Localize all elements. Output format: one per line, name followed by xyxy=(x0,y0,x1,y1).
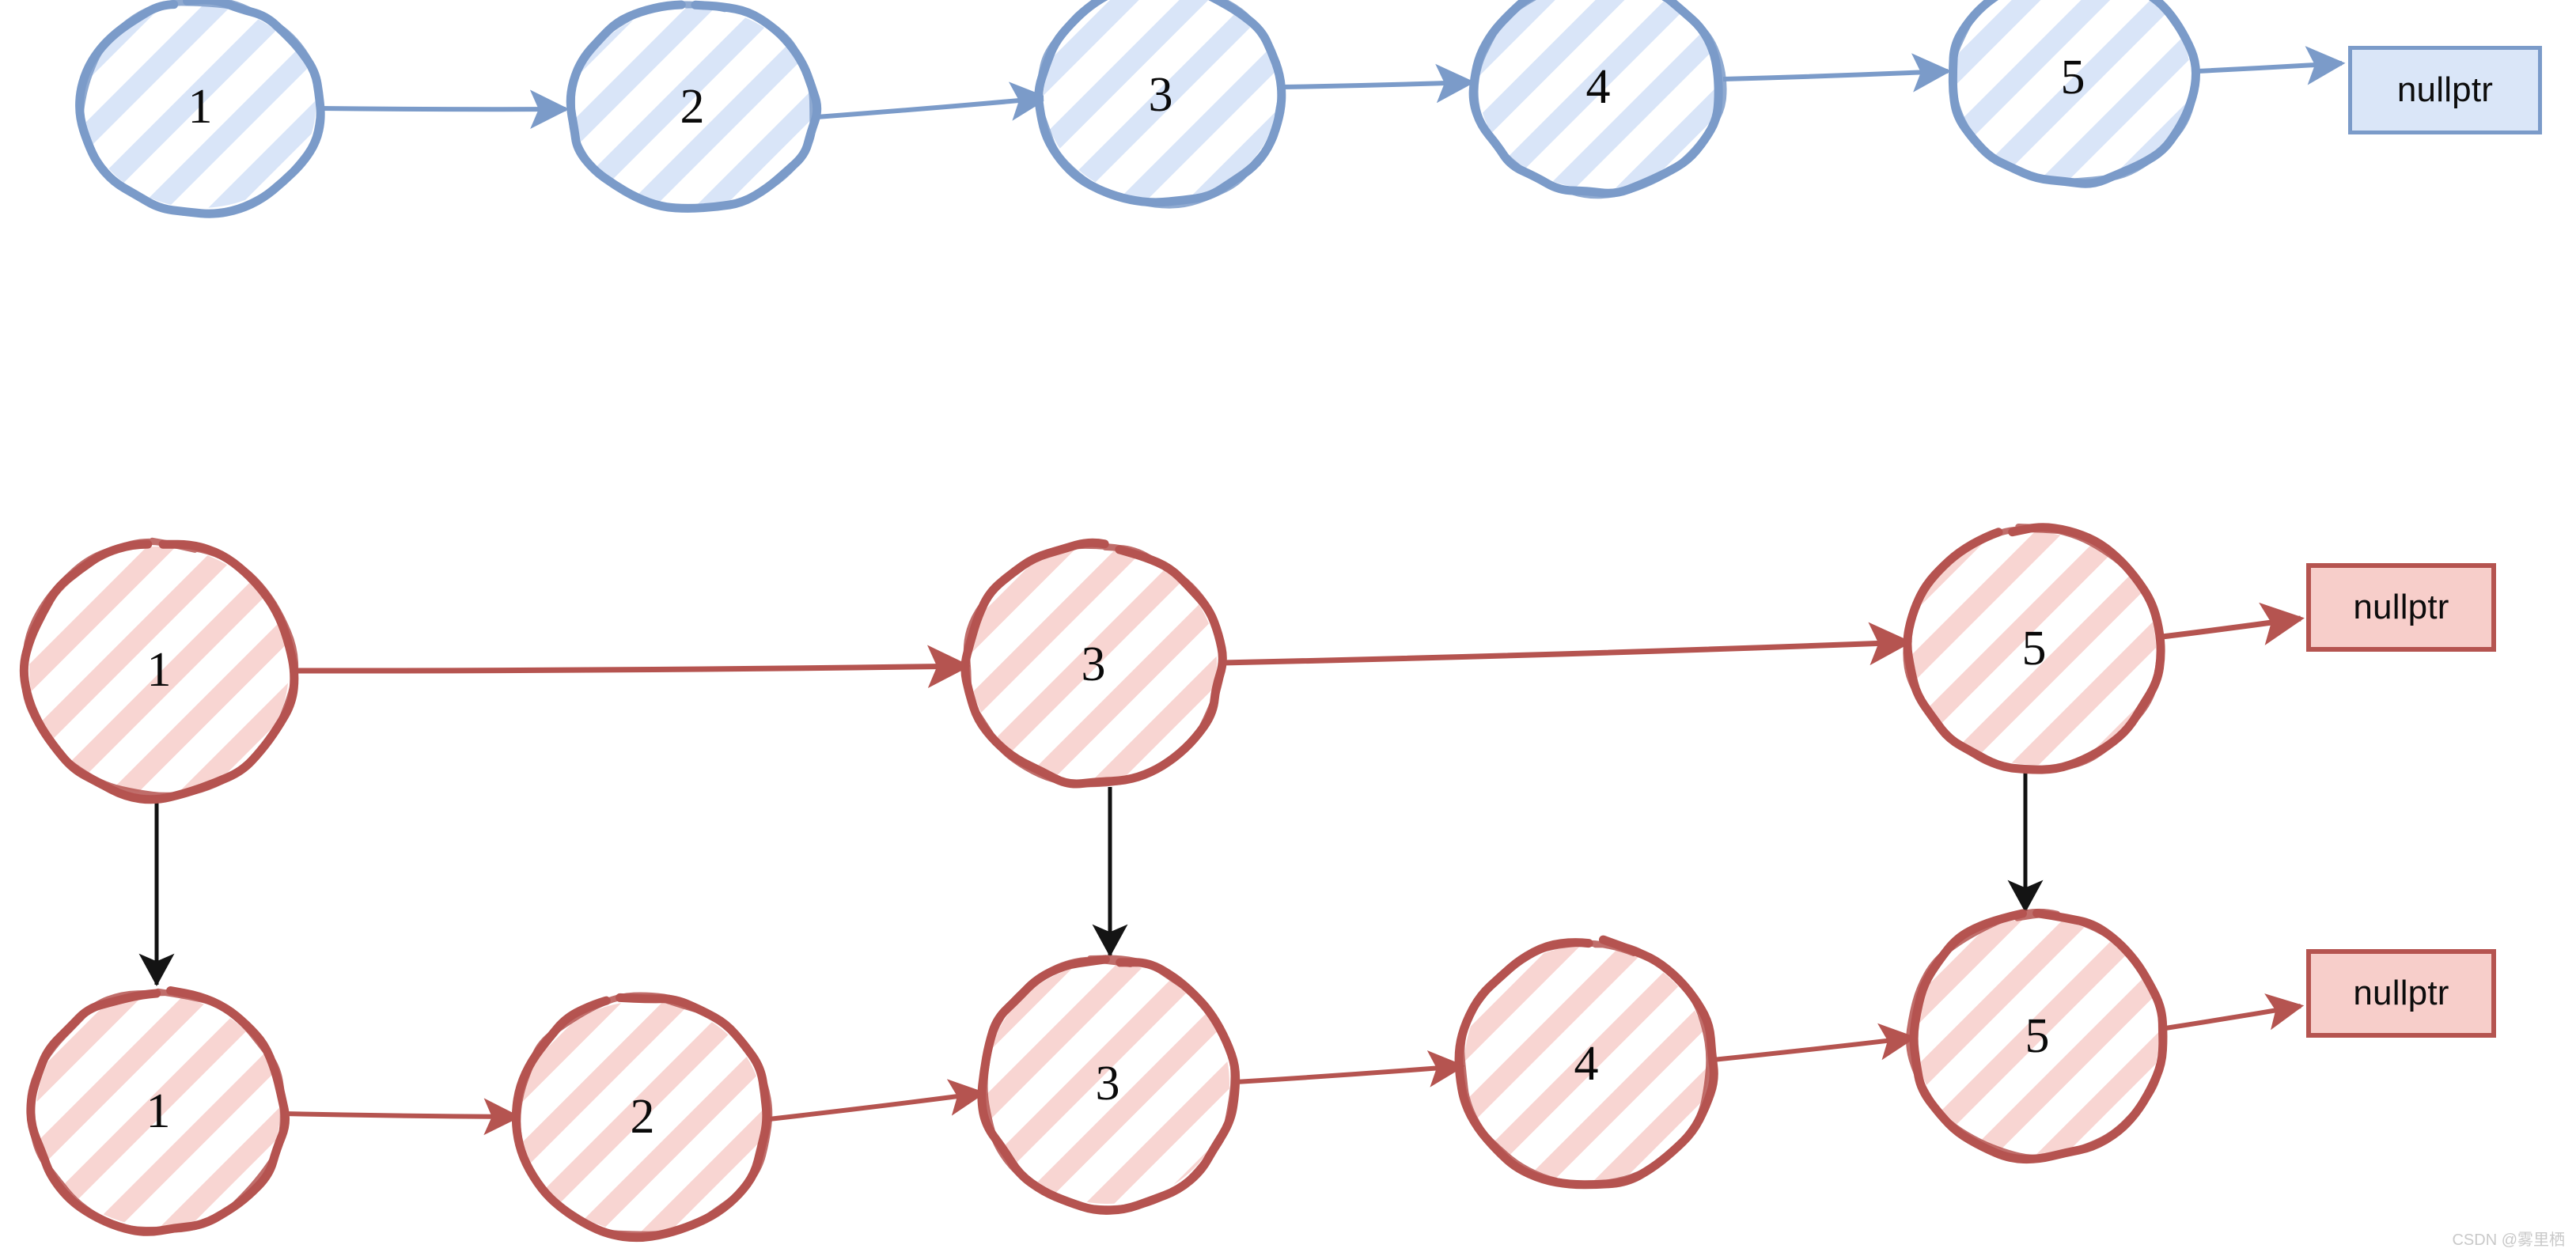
node-top-3[interactable] xyxy=(1034,0,1286,209)
node-middle-3[interactable] xyxy=(960,538,1227,789)
node-label-top-5: 5 xyxy=(2060,51,2085,104)
nullptr-box-middle[interactable]: nullptr xyxy=(2306,563,2496,652)
node-fill xyxy=(36,996,280,1227)
node-top-5[interactable] xyxy=(1948,0,2201,188)
node-outline xyxy=(1472,0,1727,199)
node-top-2[interactable] xyxy=(566,0,822,213)
node-label-bottom-1: 1 xyxy=(146,1084,171,1138)
arrow-top-5-to-nullptr xyxy=(2195,46,2346,85)
node-label-top-2: 2 xyxy=(680,80,705,134)
node-fill xyxy=(521,1001,764,1232)
node-bottom-2[interactable] xyxy=(511,992,773,1243)
node-label-bottom-5: 5 xyxy=(2025,1009,2050,1063)
middle-row-nodes xyxy=(19,523,2165,804)
node-outline xyxy=(981,955,1237,1212)
node-outline xyxy=(1949,0,2199,185)
arrow-middle-1-to-3 xyxy=(292,645,971,689)
watermark-text: CSDN @雾里栖 xyxy=(2452,1231,2565,1249)
node-outline xyxy=(1458,940,1713,1188)
node-label-middle-1: 1 xyxy=(146,643,172,697)
top-row-edges xyxy=(320,46,2346,129)
node-bottom-3[interactable] xyxy=(977,955,1241,1215)
node-outline xyxy=(568,1,816,212)
node-bottom-1[interactable] xyxy=(26,986,290,1236)
node-fill xyxy=(1915,918,2159,1154)
node-fill xyxy=(970,549,1217,780)
node-fill xyxy=(574,7,811,206)
node-fill xyxy=(1044,0,1278,200)
arrow-top-2-to-3 xyxy=(816,81,1050,121)
node-label-bottom-3: 3 xyxy=(1095,1057,1120,1110)
node-label-top-1: 1 xyxy=(188,80,213,134)
node-label-bottom-4: 4 xyxy=(1574,1037,1599,1091)
arrow-middle-5-to-nullptr xyxy=(2161,602,2305,645)
arrow-top-1-to-2 xyxy=(320,89,570,129)
nullptr-box-top[interactable]: nullptr xyxy=(2348,46,2542,134)
arrow-bottom-1-to-2 xyxy=(282,1098,521,1136)
node-top-4[interactable] xyxy=(1468,0,1727,199)
node-outline xyxy=(1906,908,2165,1161)
arrow-top-4-to-5 xyxy=(1722,53,1952,93)
bottom-row-nodes xyxy=(26,908,2168,1243)
node-top-1[interactable] xyxy=(75,0,325,218)
node-middle-5[interactable] xyxy=(1903,523,2165,774)
middle-row-edges xyxy=(292,602,2305,689)
node-middle-1[interactable] xyxy=(19,537,299,804)
node-outline xyxy=(26,988,286,1234)
arrow-middle-3-to-5 xyxy=(1222,622,1912,666)
node-outline xyxy=(21,537,299,799)
node-bottom-5[interactable] xyxy=(1906,908,2168,1164)
node-fill xyxy=(986,963,1229,1204)
node-bottom-4[interactable] xyxy=(1454,935,1718,1190)
node-label-bottom-2: 2 xyxy=(630,1090,655,1144)
arrow-bottom-2-to-3 xyxy=(768,1079,987,1122)
node-outline xyxy=(1903,524,2164,773)
node-fill xyxy=(29,547,289,793)
node-fill xyxy=(1464,946,1708,1182)
bottom-row-edges xyxy=(282,993,2305,1136)
top-row-nodes xyxy=(75,0,2201,218)
node-outline xyxy=(963,542,1225,788)
arrow-bottom-3-to-4 xyxy=(1235,1050,1466,1088)
node-label-middle-5: 5 xyxy=(2021,622,2047,675)
node-outline xyxy=(77,0,324,217)
arrow-bottom-4-to-5 xyxy=(1712,1023,1917,1062)
node-outline xyxy=(1036,0,1285,209)
node-fill xyxy=(85,6,316,208)
arrow-bottom-5-to-nullptr xyxy=(2165,993,2305,1031)
node-fill xyxy=(1912,532,2156,765)
arrow-top-3-to-4 xyxy=(1282,63,1476,104)
node-label-middle-3: 3 xyxy=(1081,637,1106,691)
nullptr-box-bottom[interactable]: nullptr xyxy=(2306,949,2496,1038)
vertical-link-edges xyxy=(138,770,2044,986)
node-outline xyxy=(514,992,773,1238)
node-fill xyxy=(1955,0,2191,180)
node-label-top-3: 3 xyxy=(1148,68,1173,122)
node-label-top-4: 4 xyxy=(1585,60,1611,114)
node-fill xyxy=(1479,0,1718,189)
